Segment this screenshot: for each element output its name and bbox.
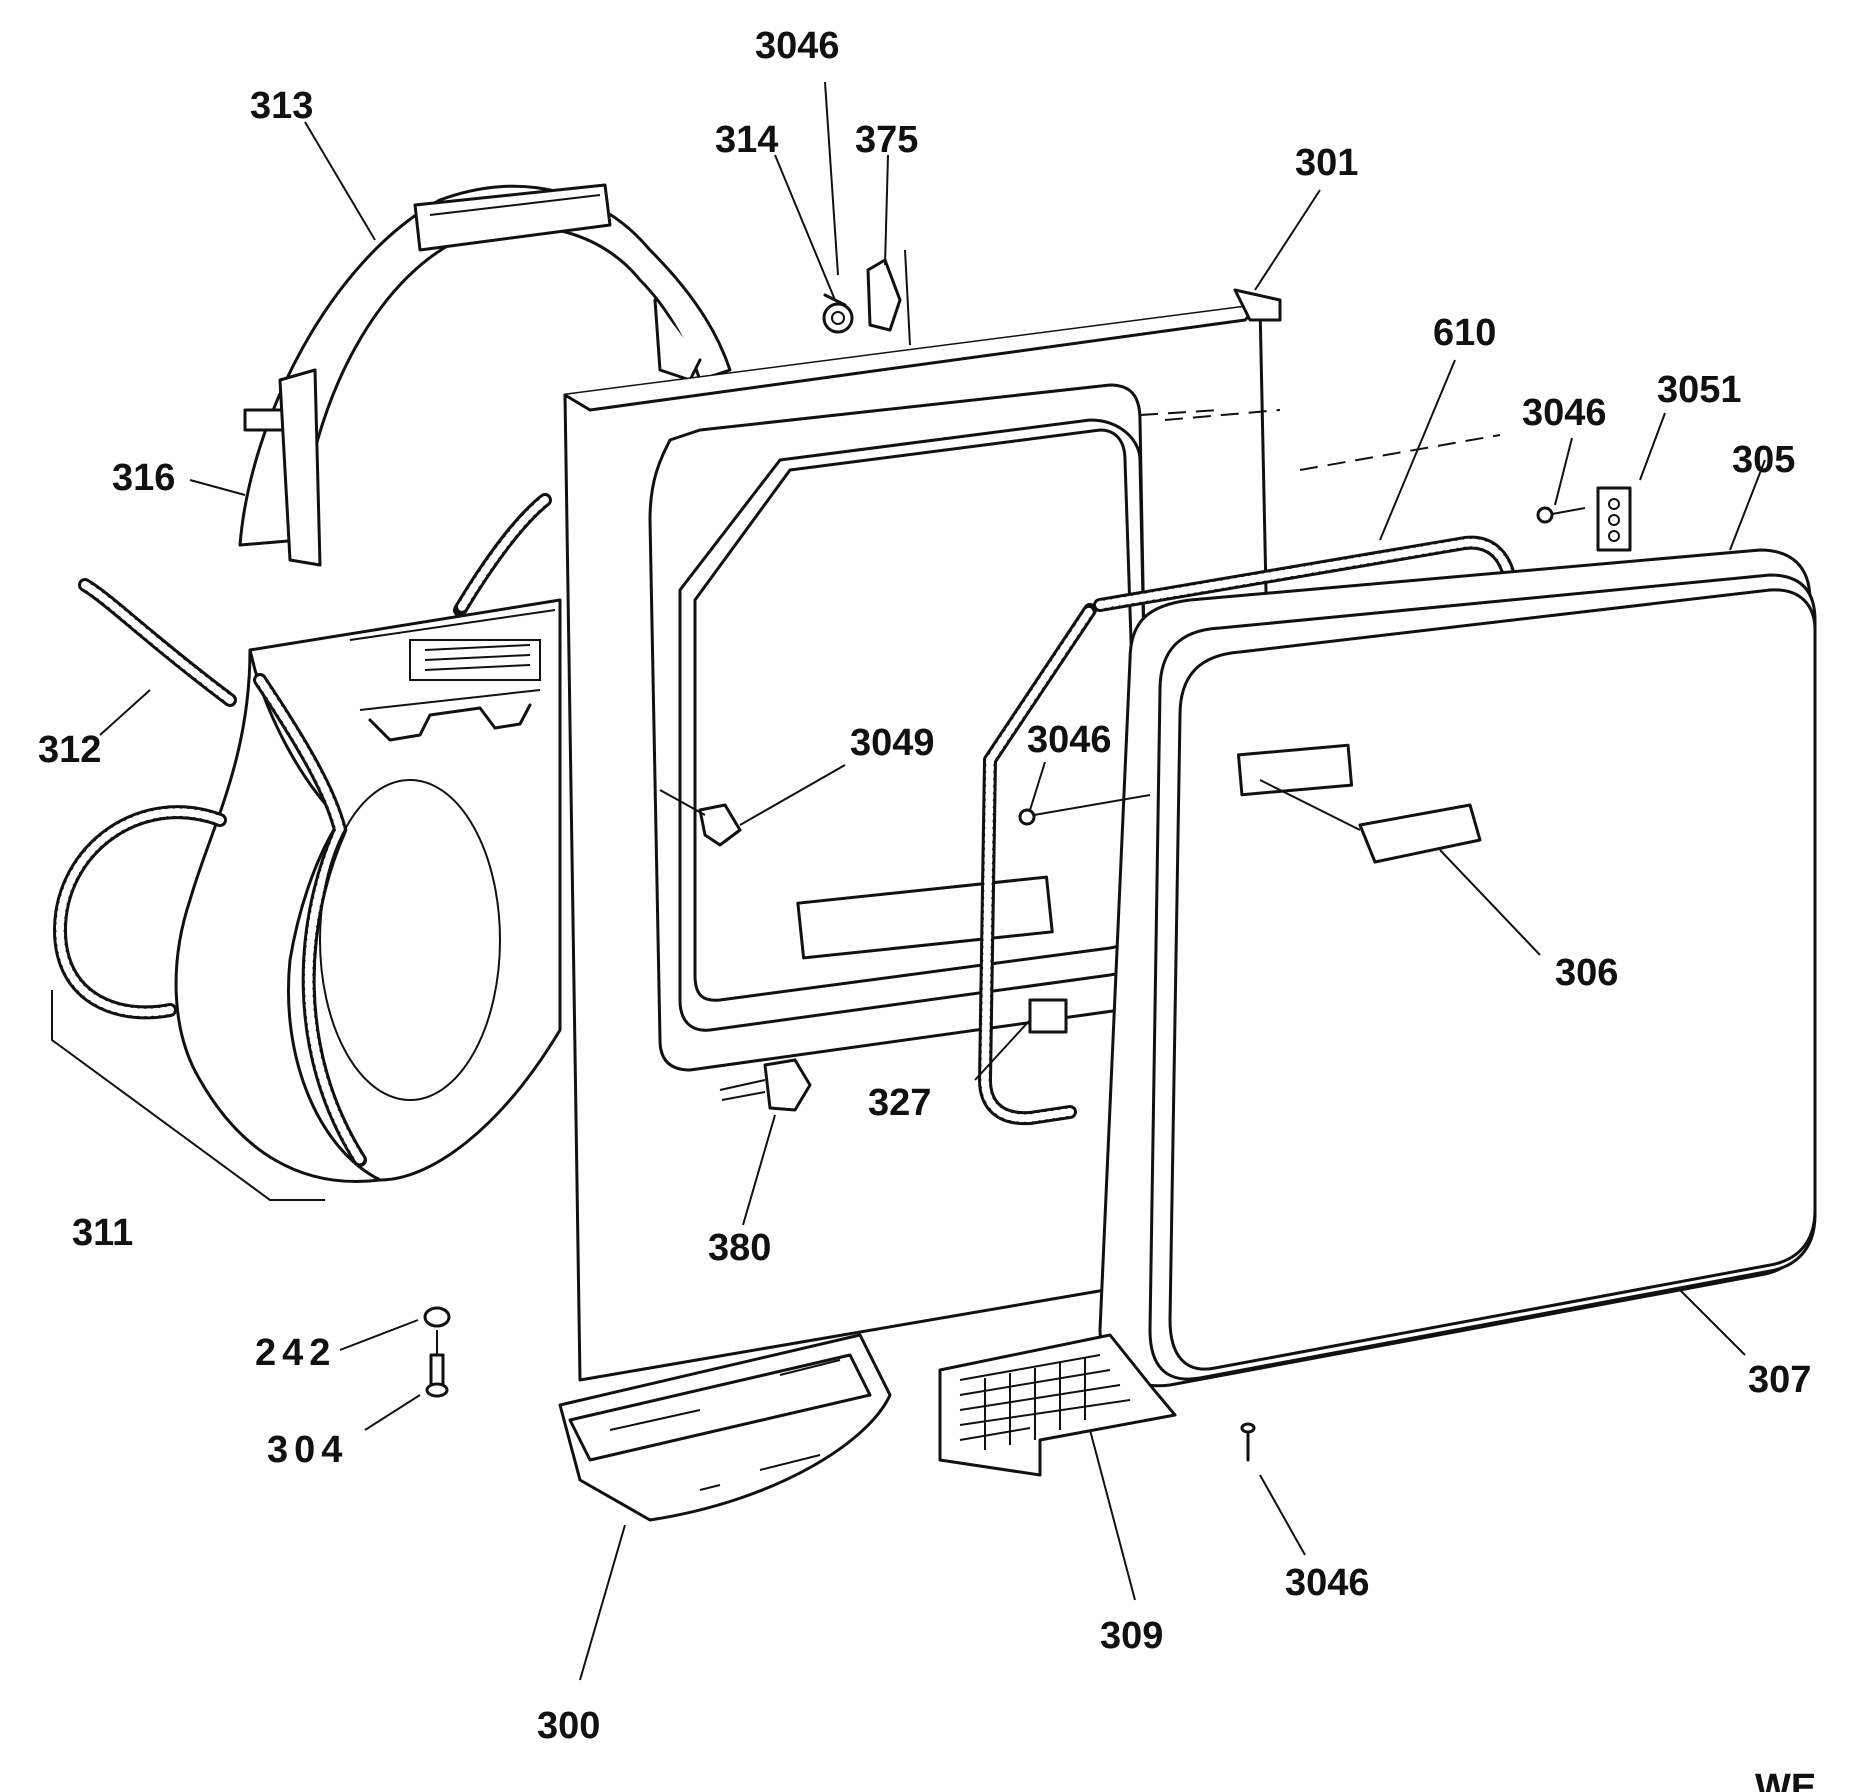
label-306: 306	[1555, 952, 1618, 994]
label-327: 327	[868, 1082, 931, 1124]
label-307: 307	[1748, 1359, 1811, 1401]
label-305: 305	[1732, 439, 1795, 481]
label-242: 242	[255, 1332, 336, 1374]
part-311-lint-duct-assembly	[51, 598, 562, 1201]
part-307-door-assembly	[1098, 548, 1817, 1388]
label-3046-right: 3046	[1522, 392, 1607, 434]
label-316: 316	[112, 457, 175, 499]
label-313: 313	[250, 85, 313, 127]
part-3046-right-screw	[1299, 434, 1586, 524]
label-3051: 3051	[1657, 369, 1742, 411]
label-3046-top: 3046	[755, 25, 840, 67]
part-375-hinge-bracket	[866, 249, 911, 346]
part-301-front-panel	[563, 288, 1282, 1382]
label-610: 610	[1433, 312, 1496, 354]
label-300: 300	[537, 1705, 600, 1747]
label-380: 380	[708, 1227, 771, 1269]
part-309-toe-grille	[938, 1333, 1177, 1477]
label-312: 312	[38, 729, 101, 771]
label-3049: 3049	[850, 722, 935, 764]
part-380-thermal-fuse	[719, 1058, 812, 1112]
label-375: 375	[855, 119, 918, 161]
part-300-lint-filter-housing	[558, 1333, 892, 1522]
part-3049-switch	[659, 789, 742, 847]
label-309: 309	[1100, 1615, 1163, 1657]
part-313-drum-front-frame	[238, 183, 732, 567]
label-311: 311	[72, 1212, 133, 1254]
label-304: 304	[267, 1429, 348, 1471]
corner-code-text: WE	[1755, 1767, 1816, 1792]
part-306-door-handle	[1236, 743, 1482, 864]
label-314: 314	[715, 119, 778, 161]
part-labels: 3046 313 314 375 301 610 3046 3051 305 3…	[38, 25, 1816, 1792]
part-3046-bottom-screw	[1240, 1422, 1256, 1462]
part-312-seal-strip	[78, 493, 552, 707]
part-304-screw	[425, 1353, 449, 1398]
part-242-nut	[423, 1306, 451, 1355]
part-327-door-switch	[1028, 998, 1068, 1034]
leader-lines	[99, 81, 1766, 1681]
label-3046-bottom: 3046	[1285, 1562, 1370, 1604]
part-3046-mid-screw	[1018, 794, 1151, 826]
part-3051-hinge-block	[1596, 486, 1632, 552]
part-314-bushing	[822, 302, 854, 334]
label-301: 301	[1295, 142, 1358, 184]
label-3046-mid: 3046	[1027, 719, 1112, 761]
